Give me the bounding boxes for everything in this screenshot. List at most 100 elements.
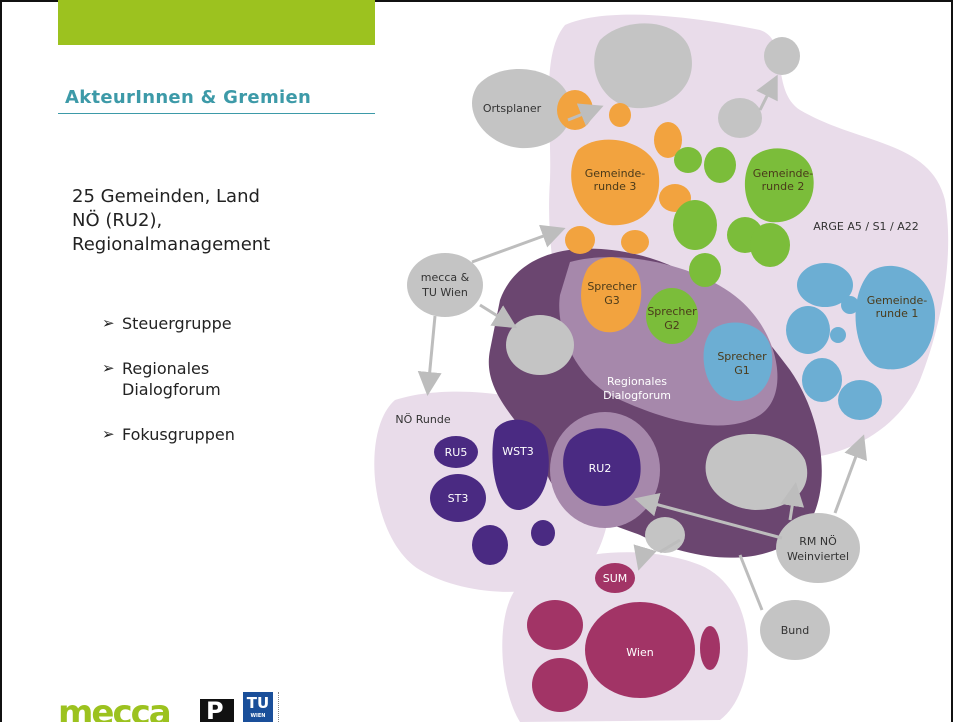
- green-dot: [689, 253, 721, 287]
- slide-heading: AkteurInnen & Gremien: [65, 87, 312, 108]
- orange-dot: [621, 230, 649, 254]
- blue-dot: [838, 380, 882, 420]
- bubble-gray-small-top: [764, 37, 800, 75]
- label-wst3: WST3: [502, 445, 534, 458]
- intro-line-1: 25 Gemeinden, Land: [72, 186, 260, 207]
- logo-divider: [278, 692, 280, 722]
- arrow: [833, 434, 868, 514]
- label-gemeinderunde-2-2: runde 2: [762, 180, 805, 193]
- blue-dot: [830, 327, 846, 343]
- label-sprecher-g2: Sprecher: [647, 305, 697, 318]
- bubble-sprecher-g1: [703, 322, 773, 401]
- bubble-rm-noe: [776, 513, 860, 583]
- arrow: [567, 103, 604, 126]
- bubble-gray-right: [718, 98, 762, 138]
- label-gemeinderunde-3-2: runde 3: [594, 180, 637, 193]
- arrow: [633, 544, 657, 571]
- label-gemeinderunde-2: Gemeinde-: [753, 167, 814, 180]
- bubble-ru2: [563, 428, 641, 506]
- label-sprecher-g2-2: G2: [664, 319, 680, 332]
- bubble-top-gray: [594, 23, 692, 109]
- label-dialogforum-2: Dialogforum: [603, 389, 671, 402]
- connector-arrows: [417, 74, 868, 611]
- blue-dot: [841, 296, 859, 314]
- green-dot: [674, 147, 702, 173]
- orange-dot: [654, 122, 682, 158]
- accent-bar: [58, 0, 375, 45]
- arrow: [634, 493, 783, 540]
- label-mecca-2: TU Wien: [421, 286, 468, 299]
- bubble-ru5: [434, 436, 478, 468]
- indigo-dot: [472, 525, 508, 565]
- bullet-fokusgruppen: ➢ Fokusgruppen: [102, 424, 235, 445]
- bubble-st3: [430, 474, 486, 522]
- arrow: [780, 482, 805, 521]
- intro-line-2: NÖ (RU2),: [72, 210, 163, 231]
- label-ru2: RU2: [589, 462, 612, 475]
- bubble-gemeinderunde-3: [571, 139, 660, 226]
- bullet-label: Regionales: [122, 359, 210, 378]
- magenta-dot: [700, 626, 720, 670]
- label-rm-noe: RM NÖ: [799, 535, 837, 548]
- label-sprecher-g3: Sprecher: [587, 280, 637, 293]
- bubble-gemeinderunde-1: [855, 265, 935, 370]
- green-dot: [750, 223, 790, 267]
- bullet-steuergruppe: ➢ Steuergruppe: [102, 313, 235, 334]
- bubble-gray-mid: [506, 315, 574, 375]
- blue-dot: [786, 306, 830, 354]
- p-logo: P: [200, 697, 234, 722]
- mecca-logo: mecca: [58, 693, 172, 722]
- bullet-dialogforum: ➢ Regionales Dialogforum: [102, 358, 235, 400]
- bullet-list: ➢ Steuergruppe ➢ Regionales Dialogforum …: [102, 313, 235, 469]
- label-st3: ST3: [448, 492, 469, 505]
- orange-dot: [609, 103, 631, 127]
- arrow: [471, 224, 566, 264]
- bubble-mecca: [407, 253, 483, 317]
- bubble-gemeinderunde-2: [744, 148, 814, 223]
- magenta-dot: [532, 658, 588, 712]
- green-dot: [704, 147, 736, 183]
- arrow: [417, 315, 442, 396]
- arrow: [659, 538, 681, 554]
- blue-dot: [797, 263, 853, 307]
- label-sprecher-g1: Sprecher: [717, 350, 767, 363]
- arrow-bullet-icon: ➢: [102, 359, 115, 377]
- magenta-dot: [527, 600, 583, 650]
- bullet-label-line2: Dialogforum: [122, 380, 221, 399]
- bubble-wst3: [492, 419, 549, 511]
- bubble-sprecher-g3: [581, 257, 642, 333]
- label-noe-runde: NÖ Runde: [395, 413, 450, 426]
- intro-line-3: Regionalmanagement: [72, 234, 271, 255]
- label-wien: Wien: [626, 646, 653, 659]
- bullet-label: Steuergruppe: [122, 314, 232, 333]
- label-dialogforum: Regionales: [607, 375, 667, 388]
- blue-dot: [802, 358, 842, 402]
- arrow: [756, 74, 778, 111]
- label-mecca: mecca &: [421, 271, 470, 284]
- label-sum: SUM: [603, 572, 628, 585]
- intro-text: 25 Gemeinden, Land NÖ (RU2), Regionalman…: [72, 185, 362, 257]
- label-ortsplaner: Ortsplaner: [483, 102, 542, 115]
- label-gemeinderunde-1: Gemeinde-: [867, 294, 928, 307]
- bubble-sum: [595, 563, 635, 593]
- label-sprecher-g1-2: G1: [734, 364, 750, 377]
- orange-dot: [565, 226, 595, 254]
- green-dot: [673, 200, 717, 250]
- label-arge: ARGE A5 / S1 / A22: [813, 220, 919, 233]
- indigo-dot: [531, 520, 555, 546]
- arrow-bullet-icon: ➢: [102, 314, 115, 332]
- heading-underline: [58, 113, 375, 114]
- label-gemeinderunde-1-2: runde 1: [876, 307, 919, 320]
- label-rm-noe-2: Weinviertel: [787, 550, 849, 563]
- arrow-bullet-icon: ➢: [102, 425, 115, 443]
- label-bund: Bund: [781, 624, 809, 637]
- label-gemeinderunde-3: Gemeinde-: [585, 167, 646, 180]
- bubble-bund: [760, 600, 830, 660]
- orange-dot: [557, 90, 593, 130]
- bubble-ortsplaner: [472, 68, 572, 149]
- arrow: [479, 303, 518, 329]
- bullet-label: Fokusgruppen: [122, 425, 235, 444]
